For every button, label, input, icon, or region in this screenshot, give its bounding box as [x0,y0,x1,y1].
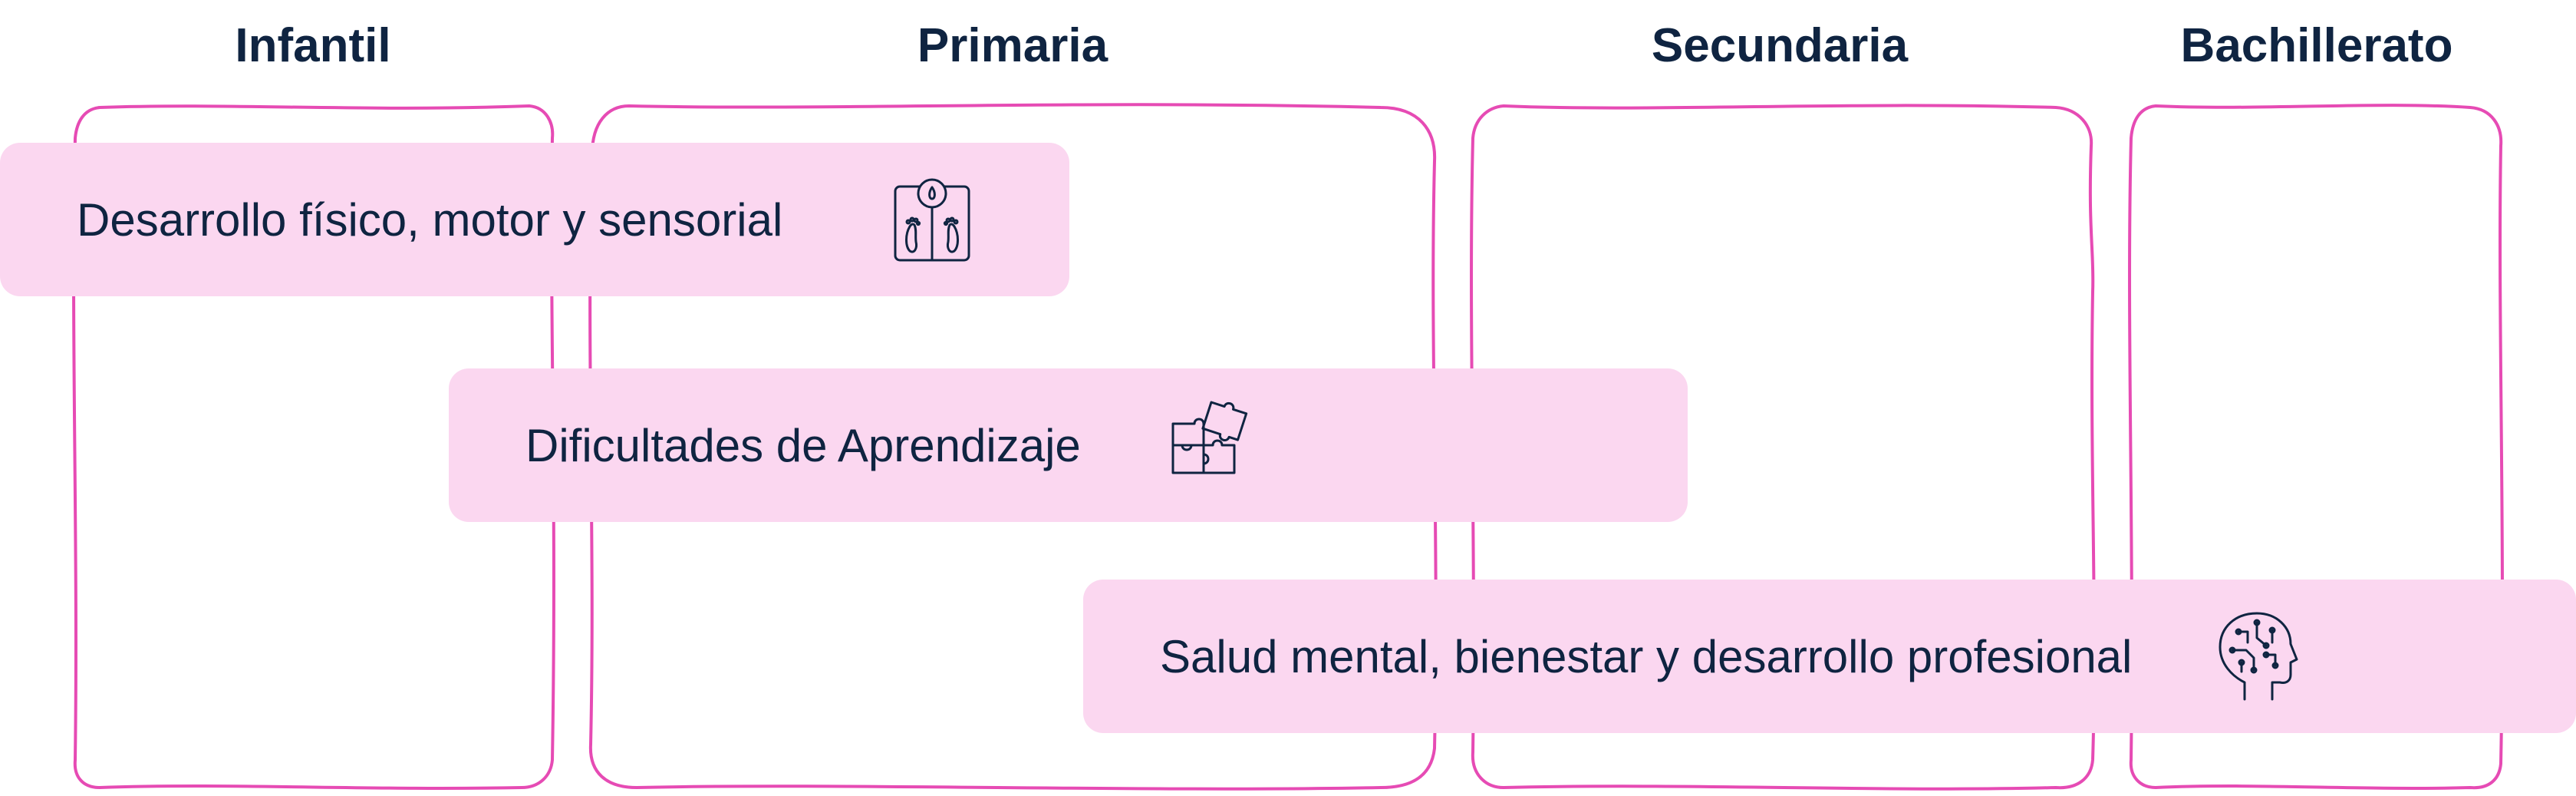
column-title-primaria: Primaria [917,19,1108,72]
column-frame-infantil [72,104,555,790]
brain-head-icon [2219,612,2298,701]
column-title-bachillerato: Bachillerato [2180,19,2453,72]
scale-footprints-icon [894,178,970,262]
band-desarrollo-fisico: Desarrollo físico, motor y sensorial [0,143,1069,296]
band-label: Dificultades de Aprendizaje [525,419,1081,471]
puzzle-icon [1171,401,1248,474]
band-label: Salud mental, bienestar y desarrollo pro… [1160,630,2133,682]
band-dificultades-aprendizaje: Dificultades de Aprendizaje [449,368,1688,522]
column-title-infantil: Infantil [235,19,391,72]
column-title-secundaria: Secundaria [1651,19,1909,72]
band-label: Desarrollo físico, motor y sensorial [77,193,783,246]
column-frame-bachillerato [2128,104,2504,790]
band-salud-mental: Salud mental, bienestar y desarrollo pro… [1083,580,2576,733]
